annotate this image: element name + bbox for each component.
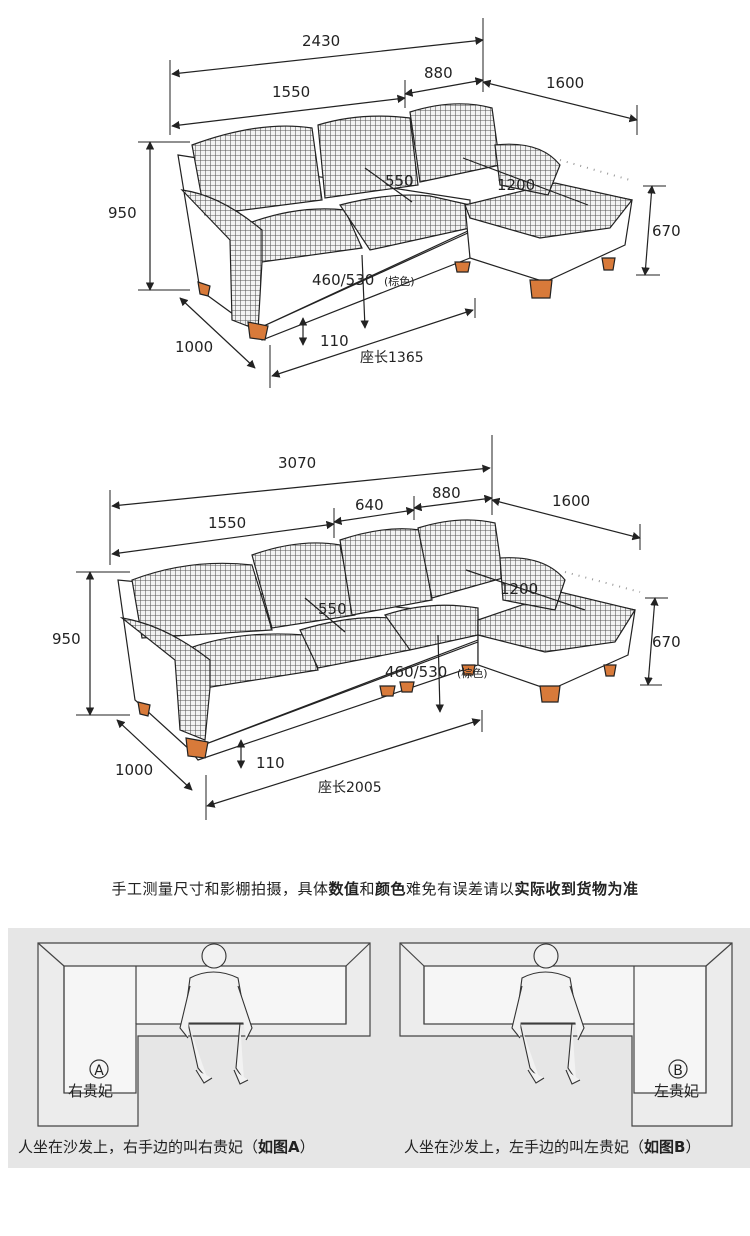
chaise-arm — [499, 557, 566, 611]
back-cushion — [339, 528, 433, 616]
note-bold: 数值 — [328, 880, 360, 898]
dim-seat-length: 座长1365 — [360, 350, 424, 366]
dim-chaise-depth: 1200 — [497, 176, 535, 194]
disclaimer-note: 手工测量尺寸和影棚拍摄，具体数值和颜色难免有误差请以实际收到货物为准 — [0, 878, 750, 899]
sofa-top-view-b — [399, 942, 733, 1127]
panel-b-label: 左贵妃 — [654, 1082, 699, 1100]
caption-b-text: 人坐在沙发上，左手边的叫左贵妃（ — [404, 1138, 645, 1156]
dim-chaise-length: 1600 — [552, 492, 590, 510]
note-bold: 实际收到货物为准 — [514, 880, 639, 898]
sofa-leg — [539, 685, 561, 703]
dim-segment-left: 1550 — [208, 514, 246, 532]
dim-height: 950 — [52, 630, 81, 648]
sofa-leg — [529, 279, 553, 299]
caption-b: 人坐在沙发上，左手边的叫左贵妃（如图B） — [404, 1136, 700, 1157]
dim-seat-height-note: (棕色) — [457, 666, 488, 680]
dim-total-length: 3070 — [278, 454, 316, 472]
chaise-cushion — [464, 182, 634, 239]
caption-a-bold: 如图A — [258, 1138, 300, 1156]
caption-b-end: ） — [685, 1138, 701, 1156]
back-cushion — [131, 562, 273, 639]
sofa-leg — [603, 664, 617, 677]
sofa-leg — [601, 257, 616, 271]
sofa-leg — [461, 664, 476, 676]
left-arm — [119, 617, 211, 741]
dim-depth: 1000 — [115, 761, 153, 779]
seated-person-b — [511, 943, 585, 1085]
dim-chaise-height: 670 — [652, 633, 681, 651]
sofa-leg — [185, 737, 209, 759]
sofa-diagram-small: 2430 1550 880 1600 950 1000 550 1200 670… — [0, 0, 750, 400]
dim-seat-height-note: (棕色) — [384, 274, 415, 288]
orientation-drawing: A 右贵妃 B 左贵妃 — [37, 942, 733, 1127]
caption-a-end: ） — [299, 1138, 315, 1156]
dim-seat-height: 460/530 — [312, 271, 374, 289]
panel-b-letter: B — [673, 1063, 683, 1079]
seat-cushion — [251, 208, 363, 263]
back-cushion — [409, 103, 501, 183]
dim-chaise-depth: 1200 — [500, 580, 538, 598]
sofa-diagram-large: 3070 1550 640 880 1600 950 1000 550 1200… — [0, 420, 750, 840]
dim-depth: 1000 — [175, 338, 213, 356]
dim-chaise-height: 670 — [652, 222, 681, 240]
sofa-top-view-a — [37, 942, 371, 1127]
sofa-leg — [197, 281, 211, 297]
note-text: 手工测量尺寸和影棚拍摄，具体 — [111, 880, 329, 898]
seated-person-a — [179, 943, 253, 1085]
dim-leg-height: 110 — [256, 754, 285, 772]
chaise-arm — [494, 143, 561, 196]
sofa-drawing-small: 2430 1550 880 1600 950 1000 550 1200 670… — [108, 18, 681, 388]
sofa-leg — [454, 261, 471, 273]
panel-a-letter: A — [94, 1063, 104, 1079]
dim-seat-length: 座长2005 — [318, 780, 382, 796]
caption-a: 人坐在沙发上，右手边的叫右贵妃（如图A） — [18, 1136, 315, 1157]
panel-a-label: 右贵妃 — [68, 1082, 113, 1100]
dim-height: 950 — [108, 204, 137, 222]
sofa-leg — [399, 681, 415, 693]
caption-a-text: 人坐在沙发上，右手边的叫右贵妃（ — [18, 1138, 259, 1156]
note-text: 难免有误差请以 — [406, 880, 515, 898]
dim-segment-right: 880 — [424, 64, 453, 82]
dim-chaise-length: 1600 — [546, 74, 584, 92]
chaise-orientation-panels: A 右贵妃 B 左贵妃 — [8, 928, 750, 1168]
sofa-leg — [379, 685, 396, 697]
dim-seat-height: 460/530 — [385, 663, 447, 681]
dim-segment-left: 1550 — [272, 83, 310, 101]
dim-leg-height: 110 — [320, 332, 349, 350]
dim-segment-right: 880 — [432, 484, 461, 502]
dim-cushion-depth: 550 — [385, 172, 414, 190]
sofa-drawing-large: 3070 1550 640 880 1600 950 1000 550 1200… — [52, 435, 681, 820]
back-cushion — [417, 519, 504, 599]
sofa-leg — [137, 701, 151, 717]
note-text: 和 — [359, 880, 375, 898]
dim-segment-mid: 640 — [355, 496, 384, 514]
caption-b-bold: 如图B — [644, 1138, 686, 1156]
dim-cushion-depth: 550 — [318, 600, 347, 618]
dim-total-length: 2430 — [302, 32, 340, 50]
note-bold: 颜色 — [375, 880, 407, 898]
